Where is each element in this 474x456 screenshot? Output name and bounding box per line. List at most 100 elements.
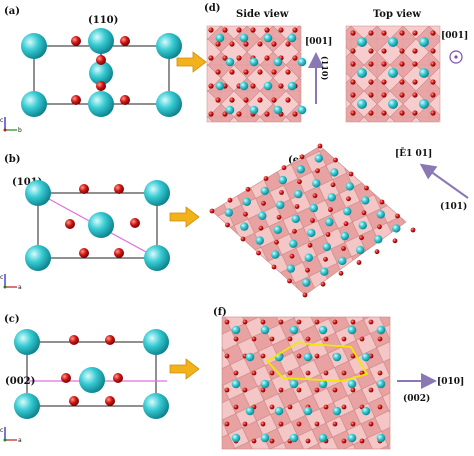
highlight-hexagon xyxy=(265,342,369,382)
o-atom xyxy=(368,61,374,67)
ti-atom xyxy=(340,231,349,241)
o-atom xyxy=(61,373,71,383)
ti-atom xyxy=(258,211,267,220)
o-atom xyxy=(399,92,405,98)
ti-atom xyxy=(79,367,105,393)
ti-atom xyxy=(25,245,51,271)
ti-atom xyxy=(274,406,284,416)
ti-atom xyxy=(332,352,342,362)
ti-atom xyxy=(260,433,270,443)
o-atom xyxy=(314,319,320,325)
o-atom xyxy=(399,79,405,85)
o-atom xyxy=(113,373,123,383)
o-atom xyxy=(368,30,374,36)
ti-atom xyxy=(88,91,114,117)
ti-atom xyxy=(215,81,225,91)
o-atom xyxy=(222,27,228,33)
panel-a: (a) (110) c b xyxy=(0,6,207,134)
o-atom xyxy=(71,36,81,46)
o-atom xyxy=(278,421,284,427)
ti-atom xyxy=(388,99,398,109)
panel-b: (b) (101) c a xyxy=(0,154,200,291)
o-atom xyxy=(240,236,246,242)
ti-atom xyxy=(332,406,342,416)
o-atom xyxy=(399,110,405,116)
ti-atom xyxy=(302,278,311,287)
o-atom xyxy=(323,370,329,376)
ti-atom xyxy=(255,236,264,245)
o-atom xyxy=(208,27,214,33)
ti-atom xyxy=(322,242,331,252)
o-atom xyxy=(368,110,374,116)
ti-atom xyxy=(143,393,169,419)
ti-atom xyxy=(361,406,371,416)
o-atom xyxy=(130,218,140,228)
o-atom xyxy=(271,97,277,103)
ti-atom xyxy=(296,165,305,174)
o-atom xyxy=(377,224,382,230)
o-atom xyxy=(374,249,380,255)
ti-atom xyxy=(260,186,269,196)
o-atom xyxy=(274,239,279,245)
o-atom xyxy=(296,319,302,325)
ti-atom xyxy=(239,81,249,91)
o-atom xyxy=(361,210,367,216)
ti-atom xyxy=(249,105,259,115)
o-atom xyxy=(243,69,249,75)
ti-atom xyxy=(225,105,235,115)
o-atom xyxy=(236,27,242,33)
o-atom xyxy=(260,387,266,393)
o-atom xyxy=(323,404,329,410)
o-atom xyxy=(332,319,338,325)
surface-002-structure xyxy=(221,316,391,450)
o-atom xyxy=(224,421,230,427)
o-atom xyxy=(285,97,291,103)
o-atom xyxy=(292,228,297,234)
ti-atom xyxy=(286,264,295,273)
o-atom xyxy=(257,97,263,103)
axis-c-vertical: c xyxy=(0,427,3,434)
o-atom xyxy=(257,41,263,47)
o-atom xyxy=(225,222,230,228)
o-atom xyxy=(261,200,266,206)
o-atom xyxy=(79,184,89,194)
ti-atom xyxy=(320,267,329,276)
ti-atom xyxy=(303,352,313,362)
panel-c: (c) (002) c a xyxy=(0,314,200,444)
ti-atom xyxy=(260,379,270,389)
o-atom xyxy=(368,319,374,325)
o-atom xyxy=(302,292,308,298)
o-atom xyxy=(79,248,89,258)
o-atom xyxy=(285,41,291,47)
o-atom xyxy=(412,110,418,116)
panel-e-direction: [Ē1 01] xyxy=(395,147,432,159)
o-atom xyxy=(338,270,344,276)
o-atom xyxy=(256,250,261,256)
ti-atom xyxy=(263,81,273,91)
panel-b-plane-label: (101) xyxy=(12,177,42,188)
o-atom xyxy=(243,97,249,103)
ti-atom xyxy=(215,33,225,43)
ti-atom xyxy=(419,37,429,47)
o-atom xyxy=(278,387,284,393)
ti-atom xyxy=(14,329,40,355)
top-direction-label: [001] xyxy=(441,31,468,41)
ti-atom xyxy=(361,196,370,205)
o-atom xyxy=(215,69,221,75)
ti-atom xyxy=(318,379,328,389)
o-atom xyxy=(350,48,356,54)
o-atom xyxy=(287,278,292,284)
o-atom xyxy=(271,264,277,270)
ti-atom xyxy=(361,352,371,362)
o-atom xyxy=(296,421,302,427)
o-atom xyxy=(341,246,346,251)
ti-atom xyxy=(271,250,280,259)
ti-atom xyxy=(291,214,300,224)
o-atom xyxy=(350,92,356,98)
ti-atom xyxy=(297,105,307,115)
o-atom xyxy=(368,387,374,393)
o-atom xyxy=(114,184,124,194)
o-atom xyxy=(69,335,79,345)
ti-atom xyxy=(392,224,401,233)
